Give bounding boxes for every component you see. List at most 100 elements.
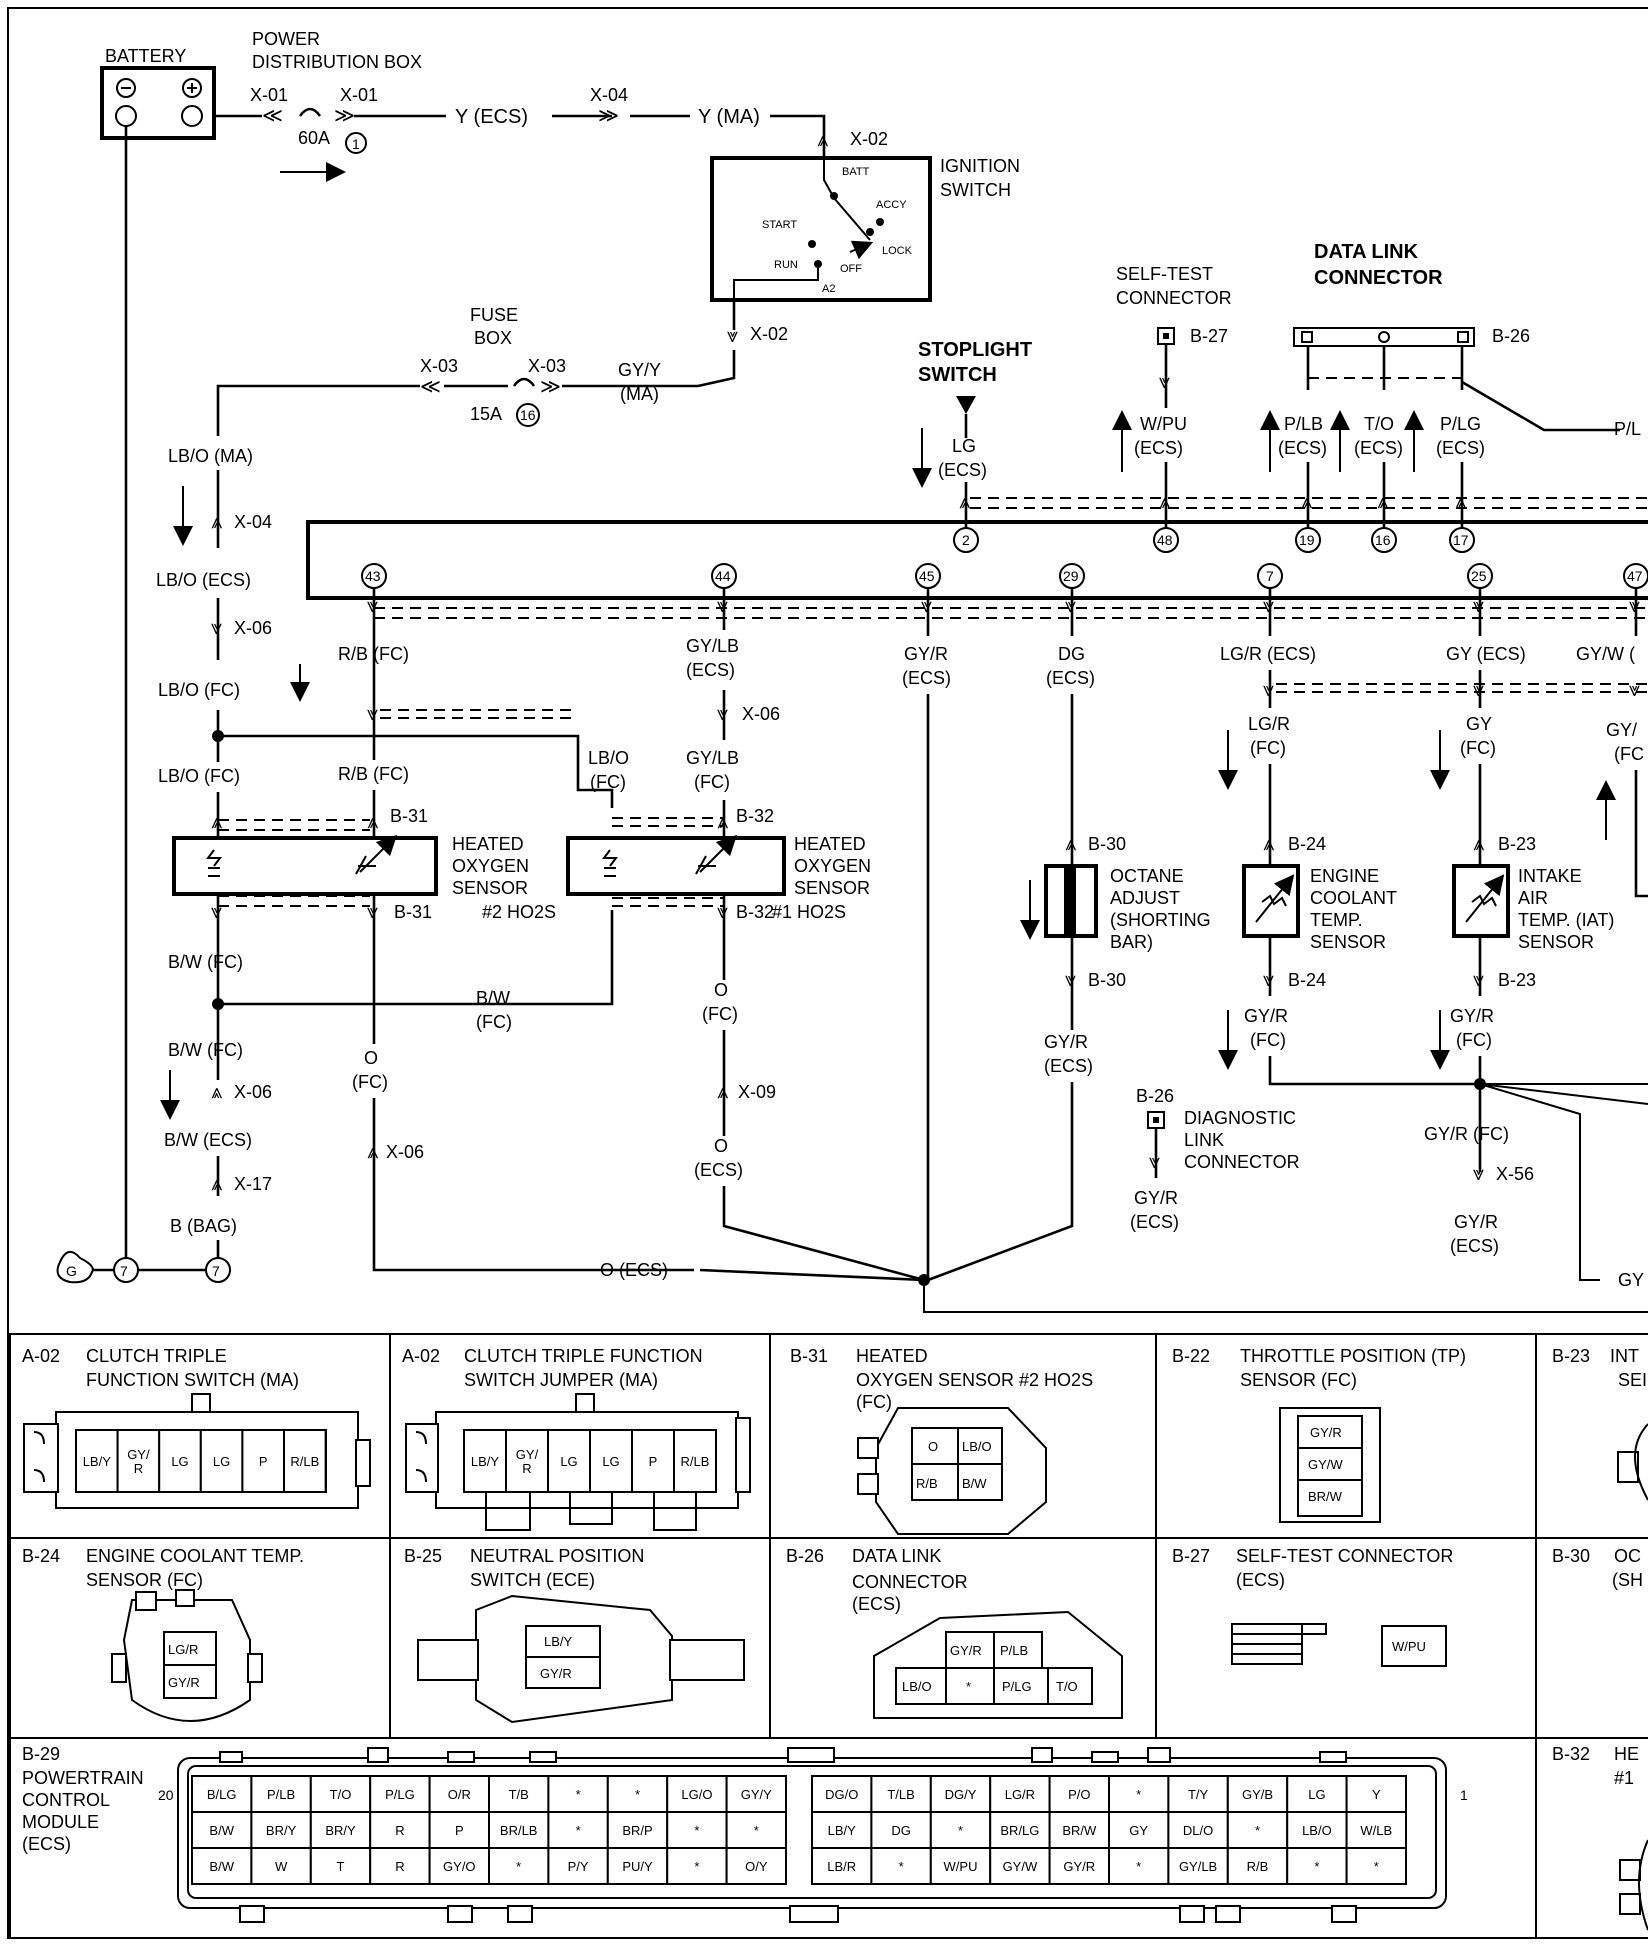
pcm-pin-label: *: [899, 1859, 904, 1874]
pcm-pin-label: *: [576, 1823, 581, 1838]
pcm-pin-label: *: [1314, 1859, 1319, 1874]
fuse-15a-label: 15A: [470, 404, 502, 424]
wire-rb-fc: R/B (FC): [338, 644, 409, 664]
svg-text:≪: ≪: [420, 376, 441, 398]
pcm-pin-cell: [811, 1847, 873, 1885]
svg-text:LOCK: LOCK: [882, 245, 913, 257]
svg-text:#1: #1: [1614, 1768, 1634, 1788]
pcm-pin-label: LG: [1308, 1787, 1325, 1802]
svg-text:OXYGEN: OXYGEN: [794, 856, 871, 876]
svg-text:A-02: A-02: [402, 1346, 440, 1366]
svg-text:RUN: RUN: [774, 259, 798, 271]
svg-text:FUNCTION SWITCH (MA): FUNCTION SWITCH (MA): [86, 1370, 299, 1390]
svg-text:(FC): (FC): [1250, 1030, 1286, 1050]
wire-bw-fc-2: B/W (FC): [168, 1040, 243, 1060]
fuse-box-label-2: BOX: [474, 328, 512, 348]
wire-lgr-ecs: LG/R (ECS): [1220, 644, 1316, 664]
pcm-pin-cell: [725, 1775, 787, 1813]
pcm-pin-label: W/LB: [1360, 1823, 1392, 1838]
pcm-pin-label: BR/Y: [266, 1823, 297, 1838]
pcm-pin-label: *: [1136, 1787, 1141, 1802]
pcm-pin-label: *: [635, 1787, 640, 1802]
wire-o-fc: (FC): [352, 1072, 388, 1092]
svg-text:(ECS): (ECS): [852, 1594, 901, 1614]
pcm-pin-label: P/LG: [385, 1787, 415, 1802]
svg-text:CLUTCH TRIPLE FUNCTION: CLUTCH TRIPLE FUNCTION: [464, 1346, 703, 1366]
pcm-pin-label: *: [1255, 1823, 1260, 1838]
a02-switch-cell-label: LG: [171, 1454, 188, 1469]
battery-pos-terminal: [181, 105, 203, 127]
pcm-pin-cell: [725, 1811, 787, 1849]
wire-gyw: GY/W (: [1576, 644, 1635, 664]
conn-x01-b: X-01: [340, 85, 378, 105]
svg-text:LG/R: LG/R: [168, 1642, 198, 1657]
wire-gyr-fc: GY/R (FC): [1424, 1124, 1509, 1144]
stoplight-switch-icon: [956, 396, 976, 414]
svg-text:(ECS): (ECS): [1236, 1570, 1285, 1590]
svg-text:HE: HE: [1614, 1744, 1639, 1764]
wire-gyr-iat: GY/R: [1450, 1006, 1494, 1026]
svg-text:⩓: ⩓: [1455, 491, 1467, 513]
wire-o-3: O: [714, 1136, 728, 1156]
a02-switch-cell-label: P: [259, 1454, 268, 1469]
pcm-pin-cell: [369, 1775, 431, 1813]
svg-text:⩔: ⩔: [921, 595, 932, 617]
svg-text:CONTROL: CONTROL: [22, 1790, 110, 1810]
svg-text:⩔: ⩔: [1473, 595, 1484, 617]
svg-text:B-23: B-23: [1552, 1346, 1590, 1366]
conn-x02-bottom: X-02: [750, 324, 788, 344]
wire-gylb: GY/LB: [686, 636, 739, 656]
pcm-pin-label: GY/LB: [1179, 1859, 1217, 1874]
svg-text:⩓: ⩓: [211, 811, 223, 833]
pcm-pin-cell: [488, 1775, 550, 1813]
svg-text:*: *: [966, 1679, 971, 1694]
svg-text:INT: INT: [1610, 1346, 1639, 1366]
a02-jumper-cell: [463, 1429, 507, 1493]
fuse-15a-number: 16: [520, 407, 536, 423]
svg-text:SWITCH JUMPER (MA): SWITCH JUMPER (MA): [464, 1370, 658, 1390]
svg-text:⩔: ⩔: [717, 901, 728, 923]
svg-text:⩔: ⩔: [367, 595, 378, 617]
svg-text:GY/R: GY/R: [540, 1666, 572, 1681]
pcm-pin-cell: [870, 1775, 932, 1813]
svg-text:SWITCH (ECE): SWITCH (ECE): [470, 1570, 595, 1590]
svg-text:20: 20: [158, 1787, 174, 1803]
svg-text:B-26: B-26: [786, 1546, 824, 1566]
wire-fc-partial: (FC: [1614, 744, 1644, 764]
svg-text:R/B: R/B: [916, 1476, 938, 1491]
svg-text:19: 19: [1299, 532, 1315, 548]
svg-text:⩓: ⩓: [959, 491, 971, 513]
wire-gy-y-label: GY/Y: [618, 360, 661, 380]
svg-text:ADJUST: ADJUST: [1110, 888, 1180, 908]
svg-text:(ECS): (ECS): [1436, 438, 1485, 458]
svg-text:GY/R: GY/R: [168, 1675, 200, 1690]
wire-dg: DG: [1058, 644, 1085, 664]
connector-view-b27: B-27 SELF-TEST CONNECTOR (ECS) W/PU: [1172, 1546, 1453, 1667]
svg-text:⩔: ⩔: [367, 901, 378, 923]
wire-y-ecs-label: Y (ECS): [455, 106, 528, 128]
pcm-pin-label: *: [516, 1859, 521, 1874]
svg-text:B/W: B/W: [962, 1476, 987, 1491]
pcm-pin-label: R/B: [1247, 1859, 1269, 1874]
connector-view-b29-pcm: B-29 POWERTRAIN CONTROL MODULE (ECS) 20 …: [22, 1744, 1468, 1923]
svg-text:(FC): (FC): [702, 1004, 738, 1024]
pcm-pin-cell: [1345, 1775, 1407, 1813]
pcm-pin-label: BR/Y: [325, 1823, 356, 1838]
connector-view-grid: [9, 1333, 1648, 1939]
svg-text:O: O: [928, 1439, 938, 1454]
svg-text:HEATED: HEATED: [452, 834, 524, 854]
svg-text:⩓: ⩓: [1377, 491, 1389, 513]
pcm-pin-label: T/B: [509, 1787, 529, 1802]
svg-text:⩔: ⩔: [1473, 969, 1484, 991]
heated-oxygen-sensor-1: HEATED OXYGEN SENSOR #1 HO2S: [566, 834, 871, 922]
pcm-pin-label: T: [337, 1859, 345, 1874]
svg-text:SENSOR (FC): SENSOR (FC): [86, 1570, 203, 1590]
pcm-pin-cell: [1048, 1847, 1110, 1885]
svg-text:45: 45: [919, 568, 935, 584]
svg-text:CONNECTOR: CONNECTOR: [852, 1572, 968, 1592]
svg-text:⩔: ⩔: [211, 901, 222, 923]
svg-text:⩓: ⩓: [211, 1081, 223, 1103]
svg-text:TEMP.: TEMP.: [1310, 910, 1363, 930]
a02-switch-cell: [241, 1429, 285, 1493]
